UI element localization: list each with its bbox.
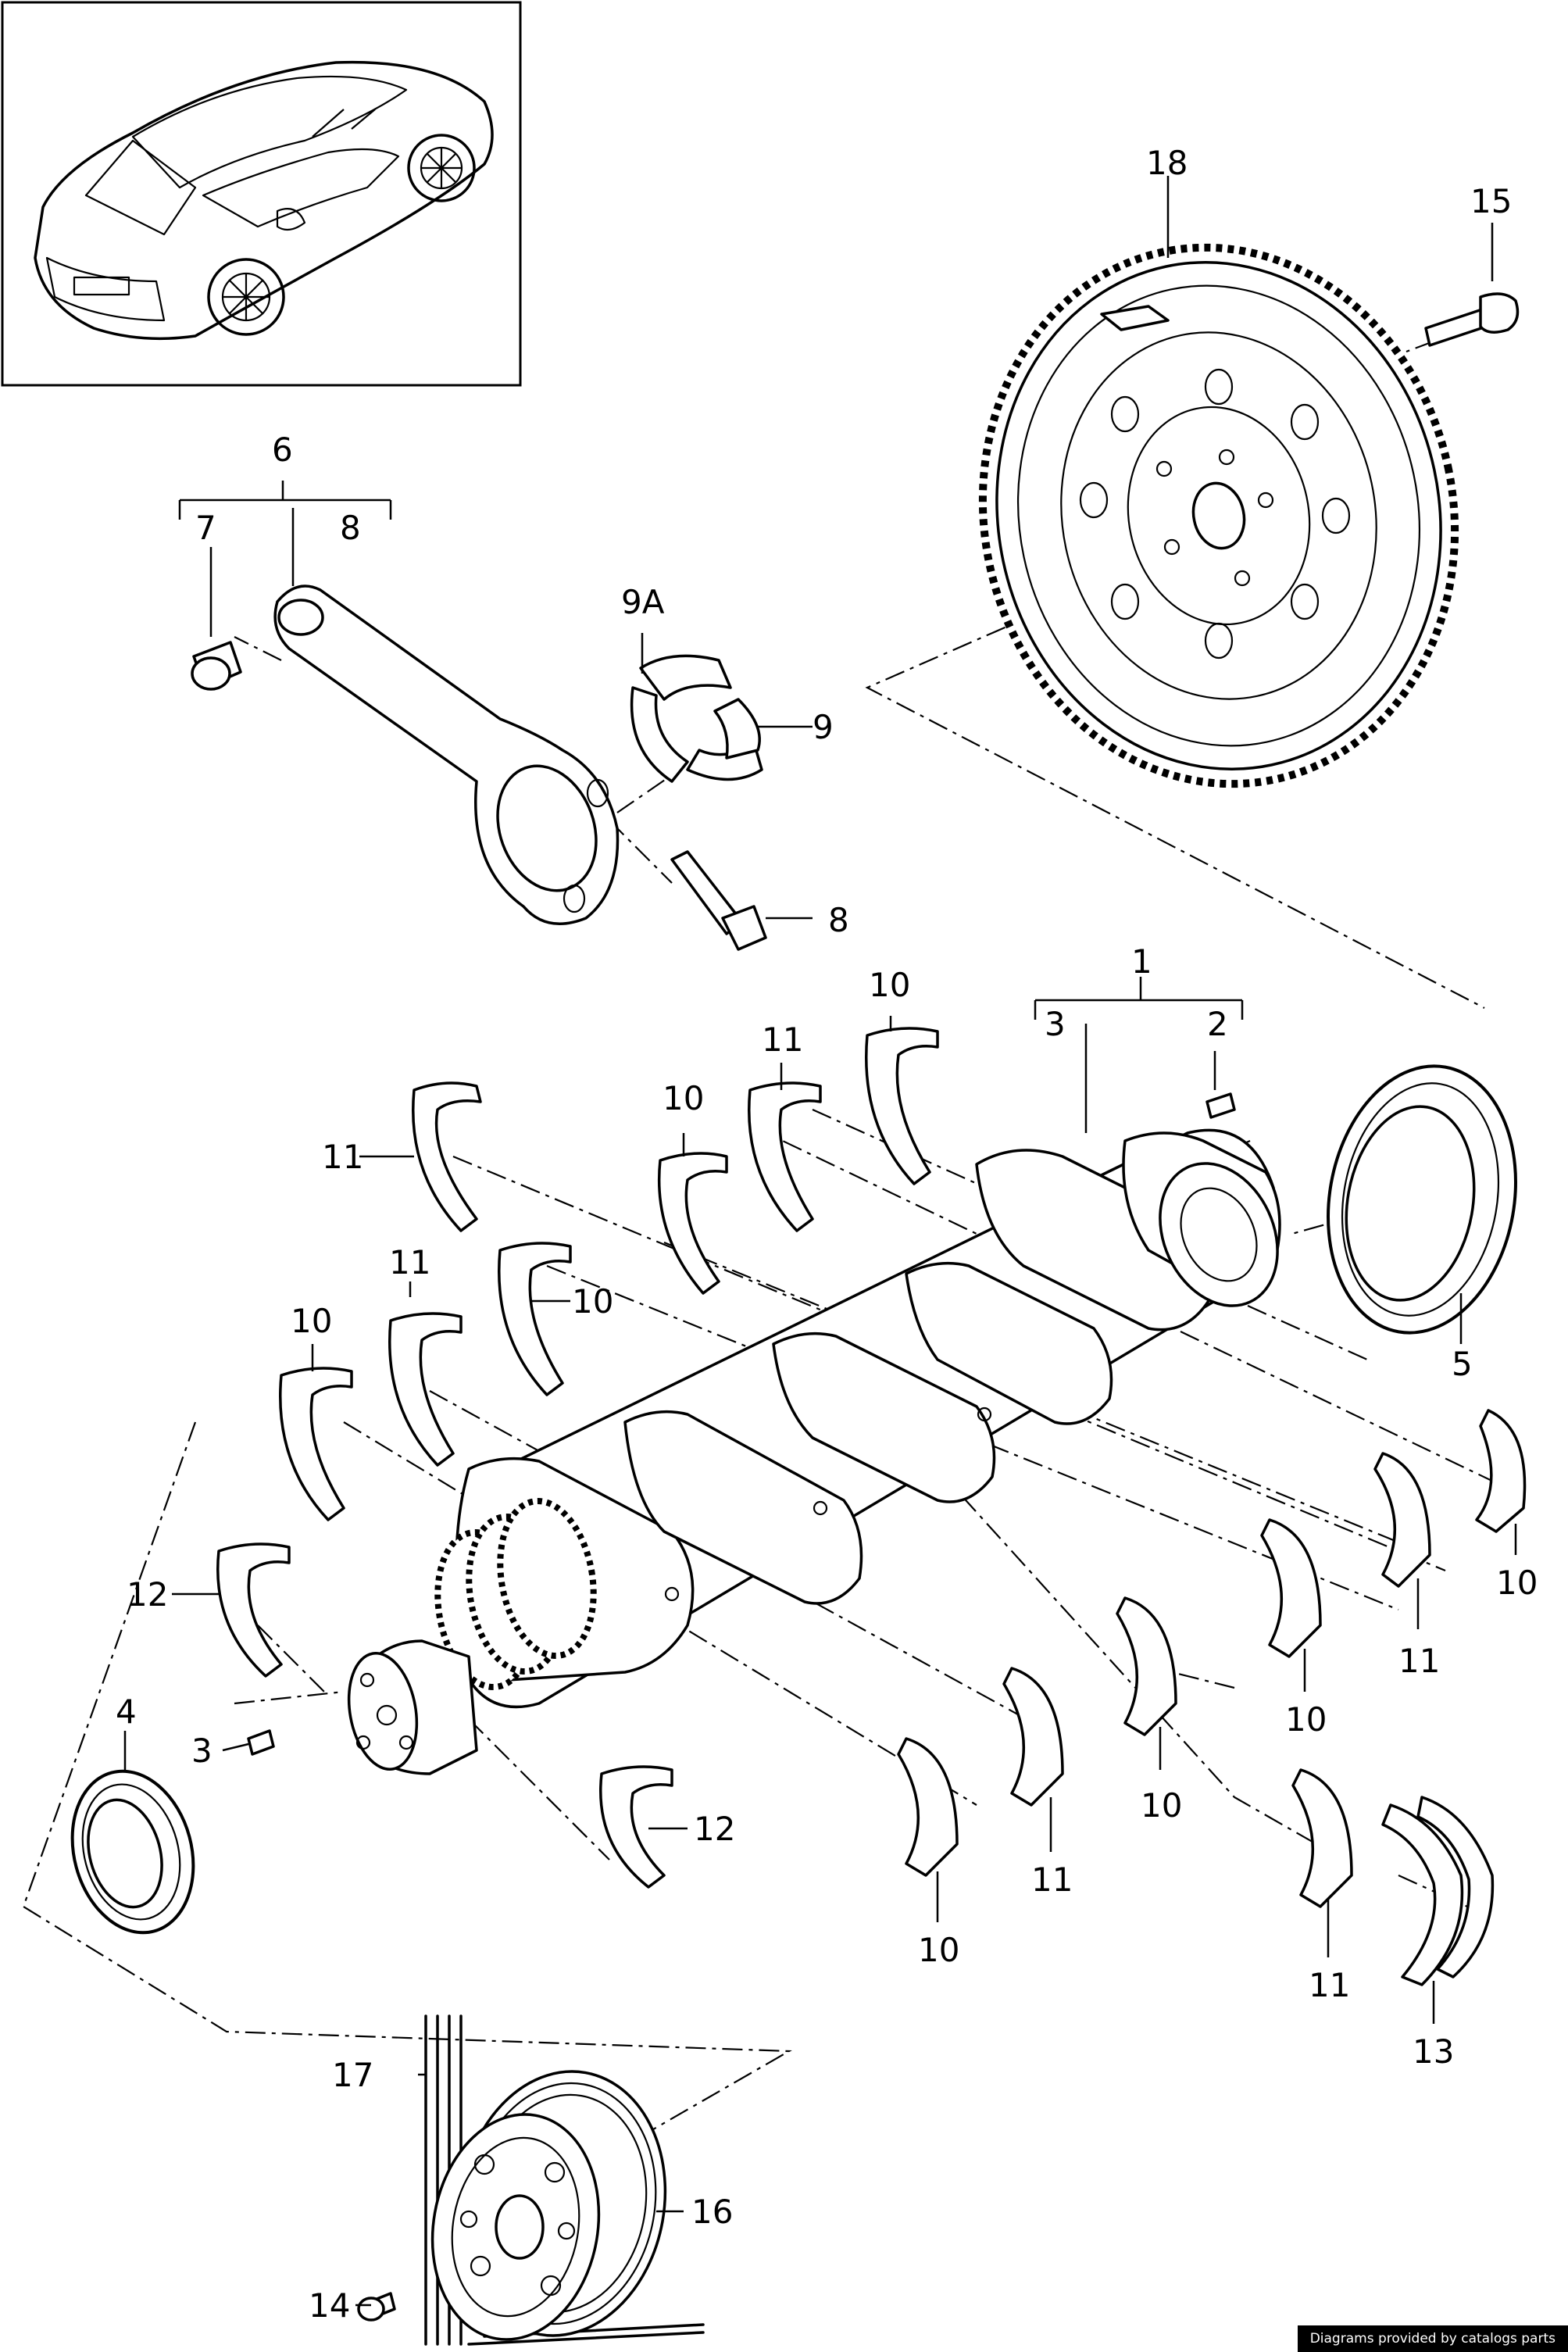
label-10-f: 10 (1285, 1700, 1327, 1739)
label-8-bolt: 8 (828, 901, 849, 939)
label-5: 5 (1452, 1345, 1473, 1383)
flywheel (978, 243, 1459, 788)
label-9A: 9A (621, 583, 665, 621)
label-11-d: 11 (1398, 1642, 1440, 1680)
label-2: 2 (1207, 1005, 1228, 1043)
label-11-a: 11 (762, 1021, 803, 1059)
label-6: 6 (272, 431, 293, 469)
label-11-e: 11 (1031, 1861, 1073, 1899)
label-14: 18 (1146, 144, 1188, 182)
label-10-e: 10 (1496, 1564, 1538, 1602)
label-18: 17 (332, 2056, 373, 2094)
label-10-g: 10 (1141, 1786, 1182, 1825)
label-12-a: 12 (127, 1575, 168, 1614)
label-7: 7 (195, 509, 216, 547)
label-10-a: 10 (869, 966, 910, 1004)
label-16: 16 (691, 2193, 733, 2231)
label-17: 14 (309, 2286, 350, 2325)
label-13: 13 (1413, 2032, 1454, 2071)
label-10-h: 10 (918, 1931, 959, 1969)
crankshaft (347, 1092, 1281, 1775)
woodruff-pin (247, 1729, 275, 1756)
label-4: 4 (116, 1693, 137, 1731)
label-10-d: 10 (291, 1302, 332, 1340)
label-8-top: 8 (340, 509, 361, 547)
label-9: 9 (813, 708, 834, 746)
conrod-bolt (670, 850, 767, 951)
label-15: 15 (1470, 182, 1512, 220)
label-12-b: 12 (694, 1810, 735, 1848)
connecting-rod (191, 584, 620, 925)
label-3-crank: 3 (1045, 1005, 1066, 1043)
label-10-c: 10 (572, 1282, 613, 1321)
front-oil-seal (70, 1769, 195, 1935)
vehicle-thumbnail (1, 1, 522, 387)
label-11-f: 11 (1309, 1966, 1350, 2004)
label-11-b: 11 (322, 1138, 363, 1176)
main-bearing-shells (216, 1027, 1527, 1986)
part-labels: 18 15 6 7 8 9A 9 8 1 3 2 10 11 10 11 11 … (116, 144, 1538, 2325)
flywheel-bolt (1424, 292, 1520, 347)
rear-oil-seal (1327, 1064, 1517, 1335)
leader-lines (123, 176, 1517, 2307)
label-11-c: 11 (389, 1243, 430, 1281)
vibration-damper (357, 2014, 705, 2346)
label-10-b: 10 (663, 1079, 704, 1117)
diagram-credit: Diagrams provided by catalogs parts (1297, 2325, 1568, 2352)
conrod-bearing-shells (630, 654, 763, 783)
label-3-pin: 3 (191, 1732, 213, 1770)
label-1: 1 (1131, 942, 1152, 981)
